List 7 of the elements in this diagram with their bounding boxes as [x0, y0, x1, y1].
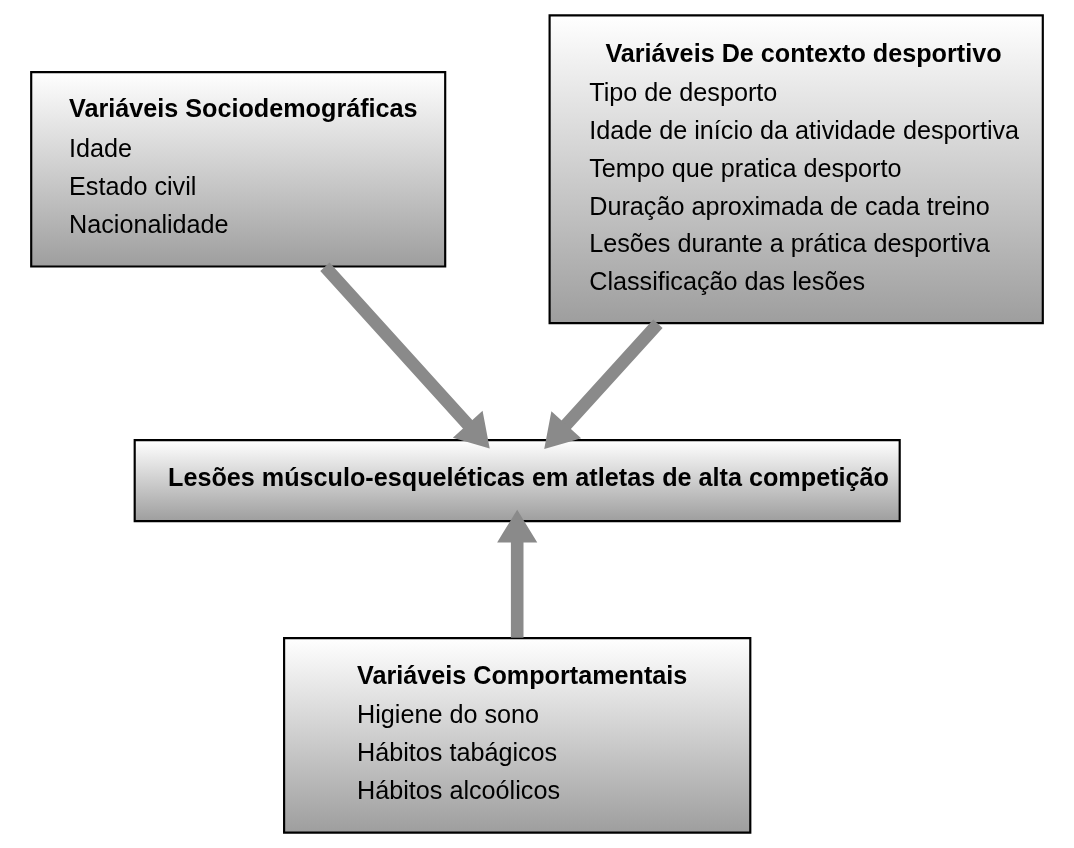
node-box: Variáveis De contexto desportivo Tipo de desporto Idade de início da atividade desportiva Tempo que pratica desporto Duração aproximada de cada treino Lesões durante a prática desportiva Classificação das lesões — [548, 14, 1044, 325]
node-box: Variáveis Comportamentais Higiene do sono Hábitos tabágicos Hábitos alcoólicos — [283, 637, 752, 834]
arrow — [544, 319, 663, 450]
arrow — [497, 509, 538, 638]
node-box: Lesões músculo-esqueléticas em atletas de alta competição — [133, 439, 901, 523]
node-box: Variáveis Sociodemográficas Idade Estado civil Nacionalidade — [30, 71, 447, 268]
arrow — [320, 262, 490, 449]
